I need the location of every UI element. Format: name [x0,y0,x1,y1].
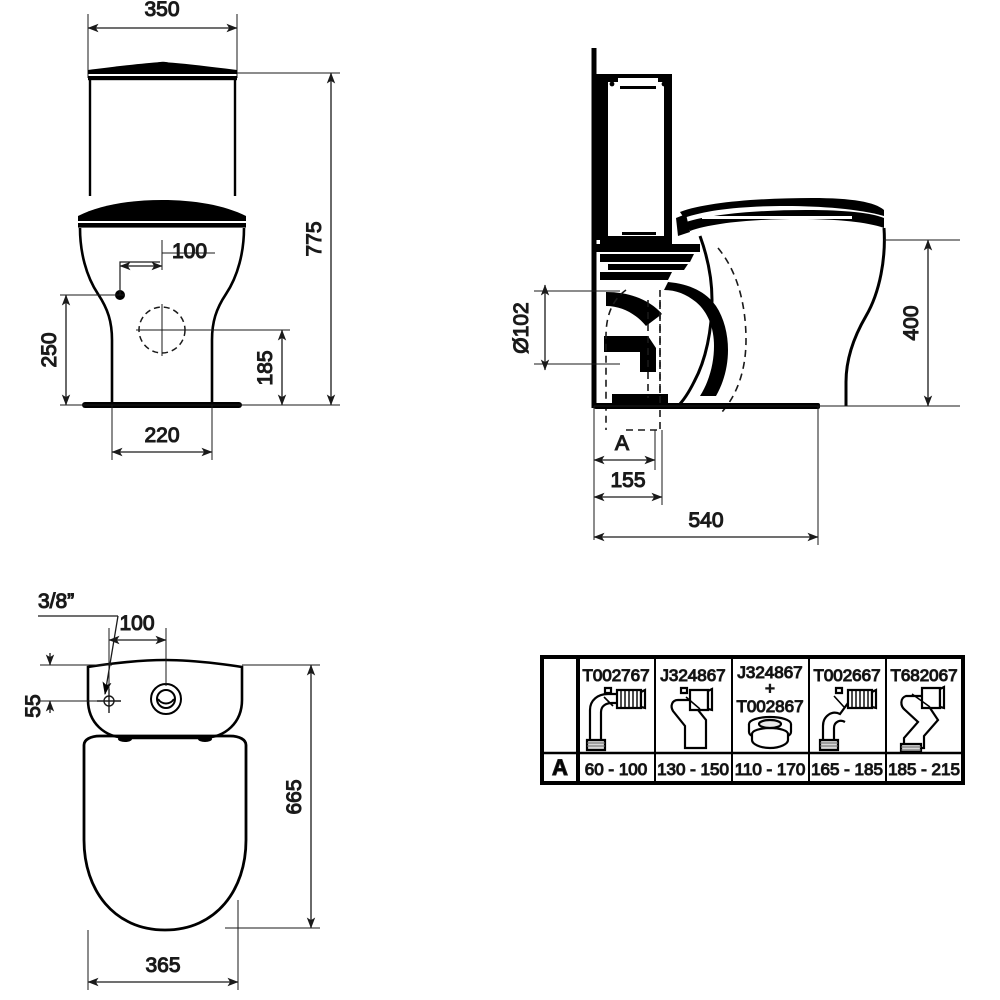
connector-code-4: T002667 [813,666,880,685]
dim-665: 665 [225,664,320,929]
trap-dashed-side [605,247,747,431]
dim-365-label: 365 [145,954,180,977]
side-elevation-view: Ø102 400 A 155 540 [509,48,960,545]
dim-102-label: Ø102 [510,302,533,353]
table-column-dividers [654,659,887,781]
dim-400: 400 [884,239,960,407]
dim-350-label: 350 [144,0,179,21]
front-elevation-view: 350 [37,0,340,460]
connector-range-4: 165 - 185 [811,760,883,779]
flush-mechanism-side [596,244,700,280]
dim-A-label: A [615,432,629,455]
seal-ring-icon [747,715,793,750]
leader-inlet-thread: 3/8” [37,589,119,695]
angled-offset-connector-icon [899,685,946,754]
offset-connector-icon [670,686,714,750]
dim-outlet-diameter: Ø102 [509,284,620,371]
dim-350: 350 [87,0,238,33]
connector-code-1: T002767 [582,666,649,685]
table-column-1: T002767 [582,665,650,779]
cistern-front [88,76,237,196]
seat-plan [82,734,248,932]
dim-250: 250 [37,294,125,406]
seat-lid-side [676,198,884,236]
cistern-plan [86,658,244,740]
s-bend-bellows-connector-icon [818,686,878,752]
dim-775: 775 [237,72,340,406]
dim-400-label: 400 [900,305,923,340]
connector-code-5: T682067 [890,666,957,685]
table-column-2: J324867 130 - 150 [657,665,730,779]
table-column-5: T682067 185 - 215 [888,665,961,779]
cistern-lid-front [88,61,237,81]
table-column-3: J324867 + T002867 110 - 170 [734,662,806,779]
dim-185: 185 [186,329,290,406]
dim-155-label: 155 [610,469,645,492]
seat-bumpers-plan [118,736,212,742]
bowl-side [676,227,886,408]
connector-selection-table: A T002767 [540,655,965,785]
dim-100-front-label: 100 [172,240,207,263]
dim-665-label: 665 [283,779,306,814]
connector-code-3-line1: J324867 [737,663,802,682]
connector-range-2: 130 - 150 [657,760,729,779]
dim-775-label: 775 [303,221,326,256]
flush-button-plan [150,683,182,715]
dim-540: 540 [593,406,819,545]
connector-range-5: 185 - 215 [888,760,960,779]
dim-365: 365 [87,900,239,990]
dim-250-label: 250 [38,332,61,367]
elbow-bellows-connector-icon [585,686,647,752]
connector-range-3: 110 - 170 [735,760,806,779]
connector-range-1: 60 - 100 [585,760,647,779]
dim-thread-label: 3/8” [38,590,74,613]
bowl-pedestal-front [78,227,246,406]
dim-55-label: 55 [22,694,45,717]
connector-code-3-plus: + [765,679,775,698]
dim-100-plan: 100 [108,611,167,694]
connector-code-2: J324867 [660,666,725,685]
dim-220: 220 [111,405,213,460]
dim-185-label: 185 [254,350,277,385]
plan-view: 3/8” 100 55 665 365 [21,589,320,990]
dim-220-label: 220 [144,424,179,447]
dim-100-front: 100 [119,239,215,271]
bowl-rim-front [78,200,246,228]
table-column-4: T002667 [811,665,884,779]
dim-155: 155 [593,430,663,505]
dim-540-label: 540 [688,509,723,532]
connector-code-3-line2: T002867 [736,697,803,716]
table-row-label-A: A [552,755,568,780]
dim-A: A [593,406,656,540]
cistern-side [594,74,672,244]
dim-100-plan-label: 100 [119,612,154,635]
dim-55: 55 [21,653,112,718]
